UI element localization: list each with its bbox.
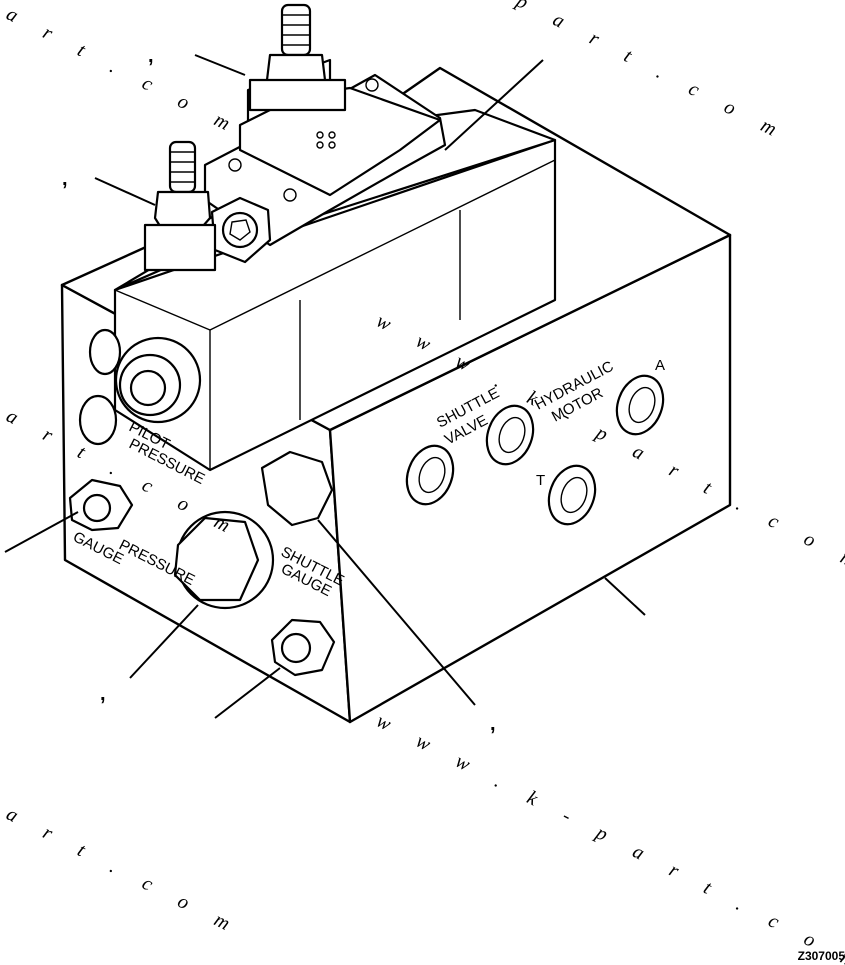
left-face-ports [68, 328, 336, 677]
watermark-text: p a r t . c o m [511, 0, 792, 146]
callout-mark: , [100, 683, 106, 705]
label-port-a: A [655, 357, 665, 374]
label-port-t: T [536, 472, 545, 489]
watermark-text: w w w . k - p a r t . c o m [373, 710, 845, 965]
right-face-ports [405, 374, 665, 526]
port-icon [88, 328, 122, 376]
cap-icon [260, 450, 334, 527]
leader-lines [4, 54, 646, 719]
drawing-code: Z307005 [797, 949, 845, 963]
callout-mark: , [62, 168, 68, 190]
watermark-text: a r t . c o m [3, 3, 245, 141]
solenoid-valve [113, 58, 557, 472]
watermark-text: a r t . c o m [3, 803, 245, 941]
callout-marks: , , , , [62, 45, 496, 735]
port-icon [78, 394, 118, 446]
callout-mark: , [490, 713, 496, 735]
callout-mark: , [148, 45, 154, 67]
stud-fitting-front [143, 140, 217, 272]
stud-fitting-rear [248, 3, 347, 112]
